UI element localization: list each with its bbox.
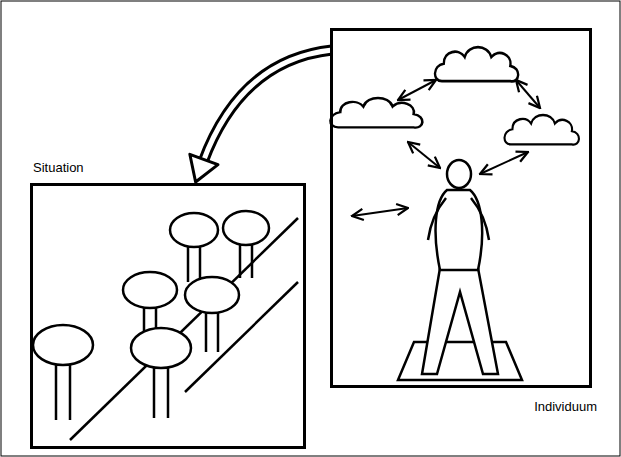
panel-frame: Situation bbox=[30, 183, 306, 449]
panel-frame: Individuum bbox=[330, 28, 592, 388]
panel-label: Situation bbox=[33, 160, 84, 176]
double-arrows bbox=[352, 80, 540, 216]
thought-clouds bbox=[330, 47, 578, 144]
person-figure bbox=[398, 160, 522, 380]
panel-label: Individuum bbox=[534, 399, 597, 415]
arrow-shaft bbox=[203, 50, 332, 162]
arrow-head bbox=[190, 154, 218, 182]
arrow-shaft bbox=[203, 50, 332, 162]
tree-rows bbox=[33, 211, 298, 440]
curved-arrow bbox=[190, 50, 332, 182]
